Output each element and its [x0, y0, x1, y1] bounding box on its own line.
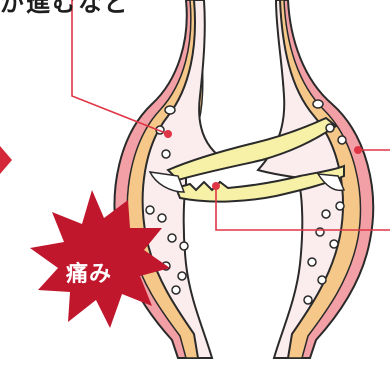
left-arrow-icon	[0, 146, 12, 174]
pain-label: 痛み	[66, 256, 112, 288]
marker-dot-left	[164, 130, 172, 138]
marker-dot-center	[212, 182, 220, 190]
top-text-fragment: が進むなど	[0, 0, 130, 18]
marker-dot-right	[354, 146, 362, 154]
